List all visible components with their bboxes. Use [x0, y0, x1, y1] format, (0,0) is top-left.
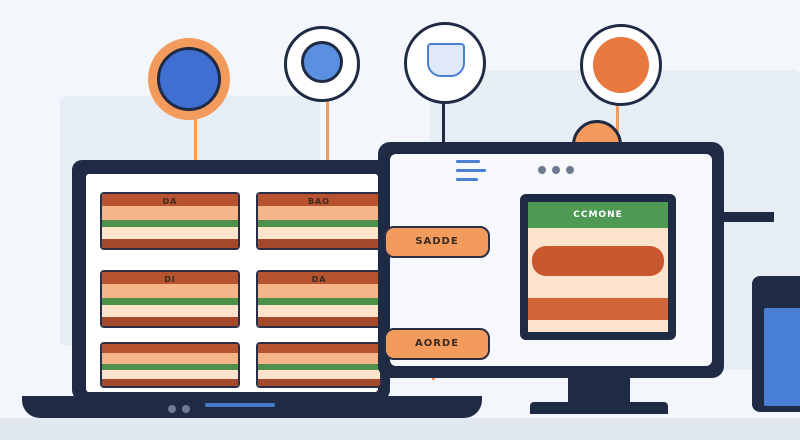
connector-line-5	[616, 94, 619, 134]
laptop-button-2[interactable]	[182, 405, 190, 413]
side-device-screen	[764, 308, 800, 406]
card-label: BAO	[307, 197, 331, 206]
monitor-dot-1	[538, 166, 546, 174]
connector-line-1	[194, 112, 197, 202]
laptop-card-5[interactable]	[100, 342, 240, 388]
globe-icon[interactable]	[148, 38, 230, 120]
pill-button-2[interactable]: AORDE	[384, 328, 490, 360]
monitor-dot-3	[566, 166, 574, 174]
pill-button-1[interactable]: SADDE	[384, 226, 490, 258]
floor	[0, 418, 800, 440]
shield-core	[427, 43, 465, 77]
pin-core	[593, 37, 649, 93]
laptop-card-2[interactable]: BAO	[256, 192, 382, 250]
pin-icon[interactable]	[580, 24, 662, 106]
shield-icon[interactable]	[404, 22, 486, 104]
monitor-dot-2	[552, 166, 560, 174]
pane-band-4	[528, 298, 668, 320]
laptop-card-1[interactable]: DA	[100, 192, 240, 250]
monitor-stand	[568, 376, 630, 404]
laptop-card-4[interactable]: DA	[256, 270, 382, 328]
pane-header: CCMONE	[528, 202, 668, 228]
laptop-base	[22, 396, 482, 418]
pane-band-2	[532, 246, 664, 276]
laptop-touchbar	[205, 403, 275, 407]
monitor-foot	[530, 402, 668, 414]
orb-icon[interactable]	[284, 26, 360, 102]
card-label: DA	[162, 197, 178, 206]
laptop-card-6[interactable]	[256, 342, 382, 388]
globe-core	[157, 47, 221, 111]
orb-core	[301, 41, 343, 83]
laptop-card-3[interactable]: DI	[100, 270, 240, 328]
card-label: DI	[164, 275, 176, 284]
card-label: DA	[311, 275, 327, 284]
laptop-button-1[interactable]	[168, 405, 176, 413]
connector-line-2	[326, 88, 329, 188]
monitor-pane-content[interactable]: CCMONE	[528, 202, 668, 332]
cable	[724, 212, 774, 222]
menu-lines-icon[interactable]	[456, 160, 488, 186]
pane-band-3	[528, 276, 668, 298]
pane-band-1	[528, 228, 668, 246]
